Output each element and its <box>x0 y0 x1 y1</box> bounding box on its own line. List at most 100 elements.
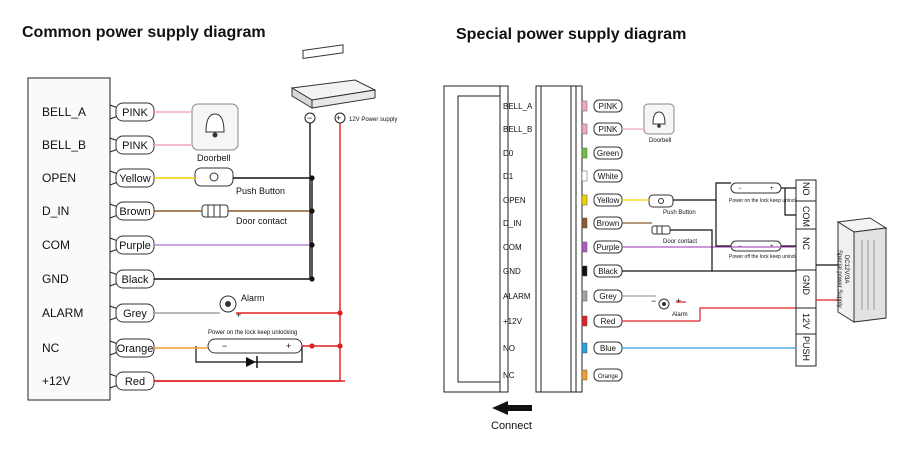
right-push-button-label: Push Button <box>663 210 696 216</box>
right-lock-off: − + Power off the lock keep unlocking <box>729 240 804 260</box>
right-terminal-com: COM <box>503 243 522 252</box>
alarm-label: Alarm <box>241 293 265 303</box>
left-doorbell: Doorbell <box>191 103 239 163</box>
left-wire-label: Red <box>125 376 145 388</box>
right-terminal-open: OPEN <box>503 196 526 205</box>
left-wires: PINK PINK YellowBrownPurpleBlackGreyOrange… <box>115 102 345 391</box>
relay-terminal-nc: NC <box>801 237 811 250</box>
right-wire-tag <box>593 146 623 160</box>
right-wire-label: Brown <box>597 219 620 228</box>
psu-label-1: DC12V/3A <box>843 255 849 283</box>
svg-text:Power off the lock keep unlock: Power off the lock keep unlocking <box>729 254 804 260</box>
relay-terminal-strip: NO COM NC GND 12V PUSH <box>795 179 817 367</box>
right-wire-label: White <box>598 172 619 181</box>
right-door-contact-label: Door contact <box>663 239 697 245</box>
svg-text:−: − <box>738 186 742 192</box>
left-alarm: Alarm − + <box>210 293 265 320</box>
left-terminal-gnd: GND <box>42 272 69 286</box>
arrow-left-icon <box>492 401 532 415</box>
left-wire-label: Brown <box>119 206 150 218</box>
right-wire-label: Purple <box>596 243 620 252</box>
left-wire-label: PINK <box>122 140 148 152</box>
psu-minus-label: − <box>307 113 312 123</box>
right-alarm-label: Alarm <box>672 312 688 318</box>
left-terminal-com: COM <box>42 238 70 252</box>
left-wire-label: Black <box>122 274 149 286</box>
right-wire-label: Grey <box>599 292 616 301</box>
relay-terminal-com: COM <box>801 206 811 227</box>
right-wire-label: Green <box>597 149 619 158</box>
left-push-button: Push Button <box>194 167 285 196</box>
left-terminal-alarm: ALARM <box>42 306 83 320</box>
right-wire-tag <box>593 169 623 183</box>
psu-plus-label: + <box>336 113 341 123</box>
left-title: Common power supply diagram <box>22 24 266 41</box>
special-power-supply: DC12V/3A Special power Supply <box>836 217 888 323</box>
right-terminal-+12v: +12V <box>503 317 523 326</box>
left-lock: Power on the lock keep unlocking − + <box>195 330 303 368</box>
right-terminal-alarm: ALARM <box>503 292 531 301</box>
relay-terminal-12v: 12V <box>801 313 811 329</box>
left-wire-label: Grey <box>123 308 147 320</box>
door-contact-label: Door contact <box>236 216 288 226</box>
right-wires: PINK PINK GreenWhiteYellowBrownPurpleBlack… <box>593 99 838 382</box>
right-wire-label: Orange <box>598 374 619 380</box>
right-wire-label: PINK <box>599 125 618 134</box>
right-lock-on: − + Power on the lock keep unlocking <box>729 182 804 204</box>
connect-label: Connect <box>491 420 532 432</box>
right-terminal-nc: NC <box>503 371 515 380</box>
svg-text:+: + <box>236 310 241 320</box>
svg-text:−: − <box>651 296 656 306</box>
right-wire-label: Blue <box>600 344 617 353</box>
left-terminal-nc: NC <box>42 341 60 355</box>
svg-text:Power on the lock keep unlocki: Power on the lock keep unlocking <box>729 198 804 204</box>
right-push-button: Push Button <box>648 194 696 216</box>
right-terminal-d0: D0 <box>503 149 514 158</box>
left-terminal-bell_a: BELL_A <box>42 105 86 119</box>
lock-note: Power on the lock keep unlocking <box>208 330 297 336</box>
svg-text:+: + <box>676 296 681 306</box>
relay-terminal-gnd: GND <box>801 275 811 296</box>
right-wire-label: Yellow <box>597 196 620 205</box>
left-terminal-d_in: D_IN <box>42 204 69 218</box>
right-controller <box>443 85 583 393</box>
right-wire-label: Black <box>598 267 619 276</box>
right-title: Special power supply diagram <box>456 26 686 43</box>
svg-text:+: + <box>770 186 774 192</box>
right-terminal-bell_b: BELL_B <box>503 125 532 134</box>
bell-icon <box>205 113 225 133</box>
left-wire-label: Orange <box>117 343 154 355</box>
left-wire-label: Yellow <box>119 173 150 185</box>
svg-text:−: − <box>222 341 227 351</box>
left-terminal-bell_b: BELL_B <box>42 138 86 152</box>
right-wire-label: Red <box>601 317 616 326</box>
relay-terminal-no: NO <box>801 182 811 196</box>
connect-arrow: Connect <box>491 401 532 432</box>
svg-text:+: + <box>286 341 291 351</box>
left-door-contact: Door contact <box>201 204 288 226</box>
left-power-supply: − + 12V Power supply <box>290 44 397 124</box>
right-doorbell-label: Doorbell <box>649 138 671 144</box>
right-terminal-gnd: GND <box>503 267 521 276</box>
doorbell-label: Doorbell <box>197 153 231 163</box>
right-terminal-d_in: D_IN <box>503 219 521 228</box>
left-wire-label: Purple <box>119 240 151 252</box>
right-wire-tag <box>593 368 623 382</box>
left-terminal-+12v: +12V <box>42 374 70 388</box>
right-terminal-no: NO <box>503 344 515 353</box>
right-doorbell: Doorbell <box>643 103 675 144</box>
right-terminal-d1: D1 <box>503 172 514 181</box>
right-wire-tag <box>593 99 623 113</box>
push-button-label: Push Button <box>236 186 285 196</box>
right-wire-label: PINK <box>599 102 618 111</box>
left-terminal-open: OPEN <box>42 171 76 185</box>
psu-label: 12V Power supply <box>349 117 397 123</box>
relay-terminal-push: PUSH <box>801 336 811 361</box>
left-wire-label: PINK <box>122 107 148 119</box>
right-alarm: Alarm − + <box>651 296 688 318</box>
psu-label-2: Special power Supply <box>836 250 842 308</box>
bell-icon-right <box>652 111 666 125</box>
right-terminal-bell_a: BELL_A <box>503 102 533 111</box>
